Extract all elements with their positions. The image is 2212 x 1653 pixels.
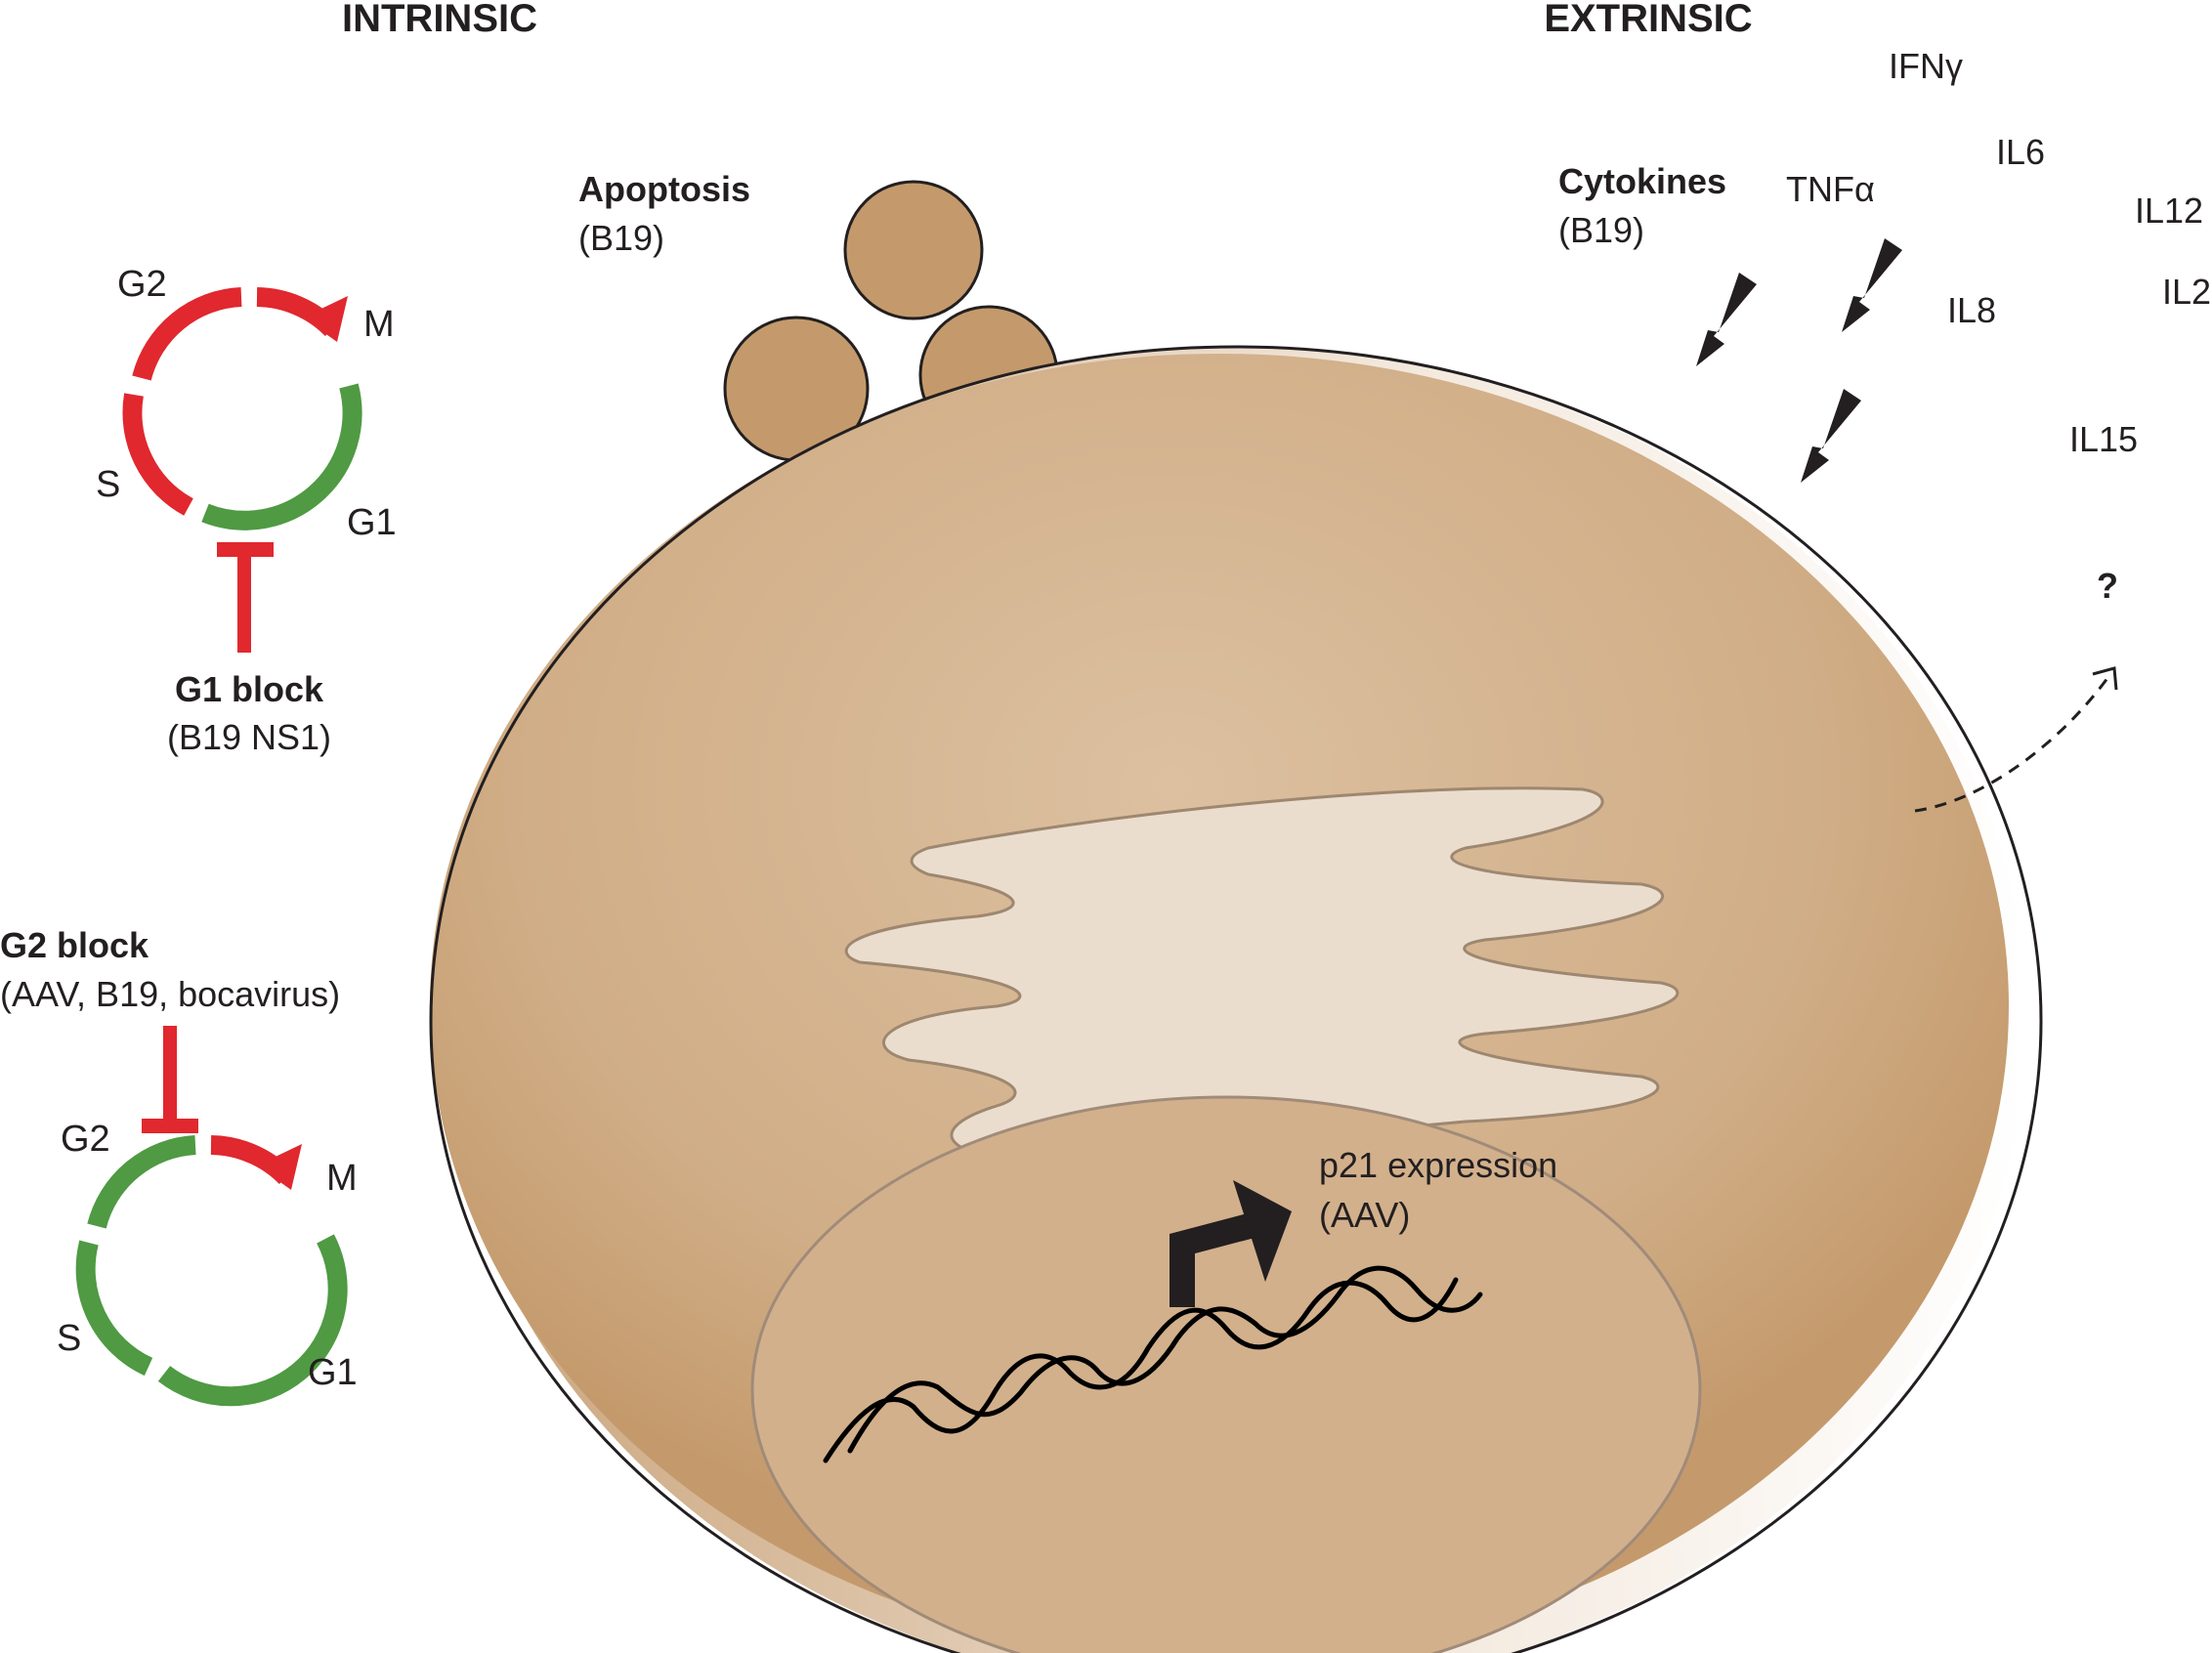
apoptosis-title: Apoptosis — [578, 169, 750, 209]
p21-expression-label: p21 expression — [1319, 1145, 1557, 1185]
p21-virus-label: (AAV) — [1319, 1195, 1410, 1235]
cell-cycle-g1-block — [122, 287, 362, 530]
intrinsic-header: INTRINSIC — [342, 0, 537, 40]
cytokines-title: Cytokines — [1558, 161, 1726, 201]
apoptosis-virus: (B19) — [578, 218, 664, 258]
cycle2-label-g1: G1 — [308, 1352, 358, 1393]
cell-cycle-g2-block — [75, 1135, 348, 1407]
secretion-dashed-arrow — [1914, 673, 2112, 813]
cytokine-tnf-alpha: TNFα — [1786, 169, 1875, 209]
nucleus — [750, 1095, 1702, 1653]
cycle2-label-g2: G2 — [61, 1119, 110, 1160]
g1-block-virus: (B19 NS1) — [167, 717, 331, 757]
cycle1-label-g2: G2 — [117, 264, 167, 305]
cytokine-arrows — [1696, 238, 1902, 483]
cycle2-label-s: S — [57, 1318, 81, 1359]
cycle1-label-s: S — [96, 464, 120, 505]
dna-helix — [823, 1265, 1483, 1463]
cytokine-il12: IL12 — [2135, 191, 2203, 231]
transcription-start-arrow — [1170, 1180, 1292, 1307]
cycle1-label-m: M — [363, 304, 395, 345]
g2-block-symbol — [142, 1026, 198, 1133]
cytokines-virus: (B19) — [1558, 210, 1644, 250]
cytokine-il8: IL8 — [1947, 290, 1996, 330]
g2-block-title: G2 block — [0, 925, 149, 965]
cycle1-label-g1: G1 — [347, 502, 397, 543]
unknown-factor-marker: ? — [2097, 566, 2118, 606]
cytokine-ifn-gamma: IFNγ — [1889, 46, 1963, 86]
extrinsic-header: EXTRINSIC — [1544, 0, 1752, 40]
endoplasmic-reticulum — [844, 786, 1680, 1162]
g1-block-symbol — [217, 542, 274, 653]
g2-block-virus: (AAV, B19, bocavirus) — [0, 974, 340, 1014]
cytokine-il15: IL15 — [2069, 419, 2138, 459]
secretion-arrowhead — [2092, 666, 2118, 691]
cytokine-il2: IL2 — [2162, 272, 2211, 312]
cycle2-label-m: M — [326, 1158, 358, 1199]
cytokine-il6: IL6 — [1996, 132, 2045, 172]
g1-block-title: G1 block — [175, 669, 324, 709]
